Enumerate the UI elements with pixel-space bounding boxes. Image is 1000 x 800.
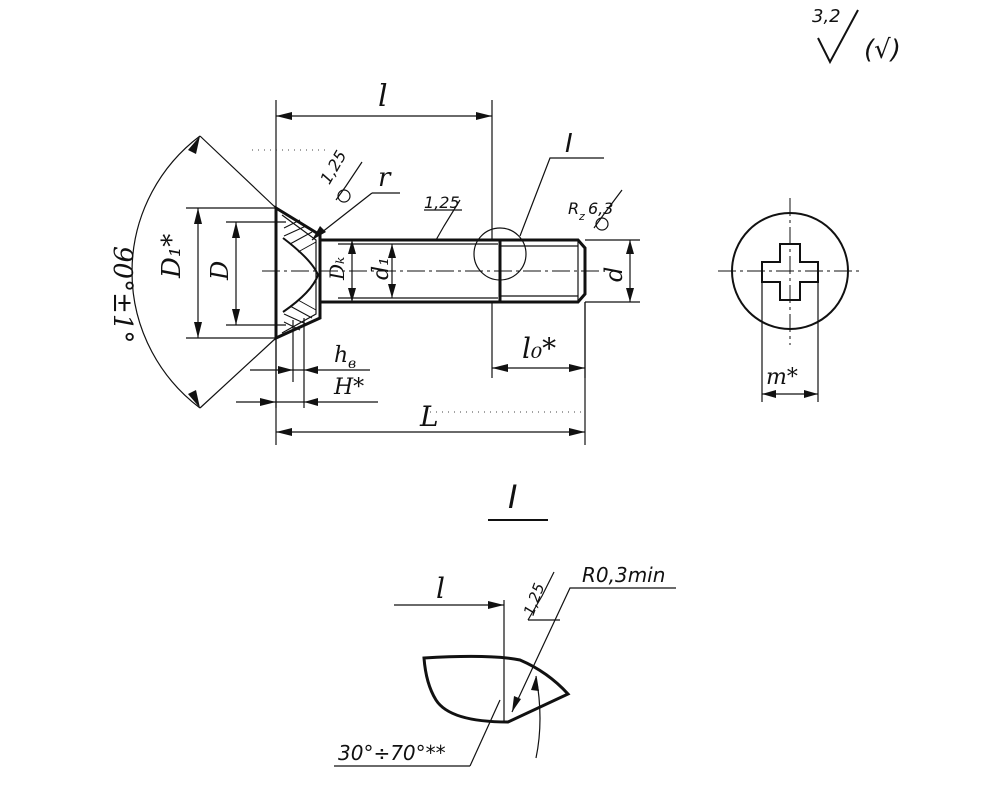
dim-h-label: h bbox=[334, 343, 348, 368]
dim-l0: l₀* bbox=[491, 302, 586, 378]
detail-radius-note: R0,3min bbox=[582, 563, 665, 587]
detail-roughness-value: 1,25 bbox=[520, 581, 548, 619]
recess-hatching bbox=[283, 219, 317, 331]
dim-D1-label: D₁* bbox=[157, 234, 187, 279]
dim-m-label: m* bbox=[766, 365, 798, 390]
dim-H-label: H* bbox=[333, 375, 364, 400]
screw-main-view: I bbox=[262, 129, 604, 341]
detail-angle-note: 30°÷70°** bbox=[338, 741, 446, 765]
dim-d-label: d bbox=[600, 267, 628, 282]
general-roughness-value: 3,2 bbox=[812, 6, 841, 27]
roughness-shank-value: 1,25 bbox=[424, 193, 460, 212]
dim-Dk-d1-d: Dₖ d₁ d bbox=[325, 239, 640, 303]
detail-ref-label: I bbox=[565, 129, 573, 159]
roughness-thread-subscript: z bbox=[578, 210, 585, 223]
dim-D-label: D bbox=[206, 261, 234, 281]
roughness-head: 1,25 bbox=[316, 147, 363, 203]
radius-r-leader: r bbox=[311, 163, 400, 241]
detail-title: I bbox=[488, 478, 548, 521]
dim-Dk-label: Dₖ bbox=[325, 257, 349, 281]
detail-dim-l-label: l bbox=[436, 572, 445, 605]
roughness-thread: R z 6,3 bbox=[568, 189, 623, 231]
dim-h-subscript: в bbox=[348, 356, 356, 372]
roughness-shank: 1,25 bbox=[424, 193, 462, 241]
angle-90: 90°±1° bbox=[107, 135, 277, 409]
other-surfaces-mark: (√) bbox=[864, 35, 901, 65]
roughness-head-value: 1,25 bbox=[316, 147, 350, 187]
dim-L: L bbox=[275, 302, 586, 445]
roughness-thread-value: 6,3 bbox=[588, 199, 613, 218]
dim-l: l bbox=[275, 79, 493, 240]
dim-l-label: l bbox=[378, 79, 388, 114]
dim-D1-D: D₁* D bbox=[157, 207, 286, 339]
dim-m: m* bbox=[761, 282, 819, 402]
dim-h-H: h в H* bbox=[236, 318, 378, 408]
detail-title-label: I bbox=[508, 478, 517, 516]
roughness-thread-symbol: R bbox=[568, 199, 579, 218]
dim-l0-label: l₀* bbox=[522, 332, 556, 365]
dim-d1-label: d₁ bbox=[369, 257, 394, 280]
detail-view: l R0,3min 1,25 30°÷70°** bbox=[334, 563, 676, 767]
screw-end-view bbox=[718, 198, 862, 345]
general-roughness-symbol: 3,2 (√) bbox=[812, 6, 901, 65]
radius-r-label: r bbox=[378, 163, 392, 193]
dim-L-label: L bbox=[419, 400, 439, 433]
angle-label: 90°±1° bbox=[107, 246, 137, 343]
